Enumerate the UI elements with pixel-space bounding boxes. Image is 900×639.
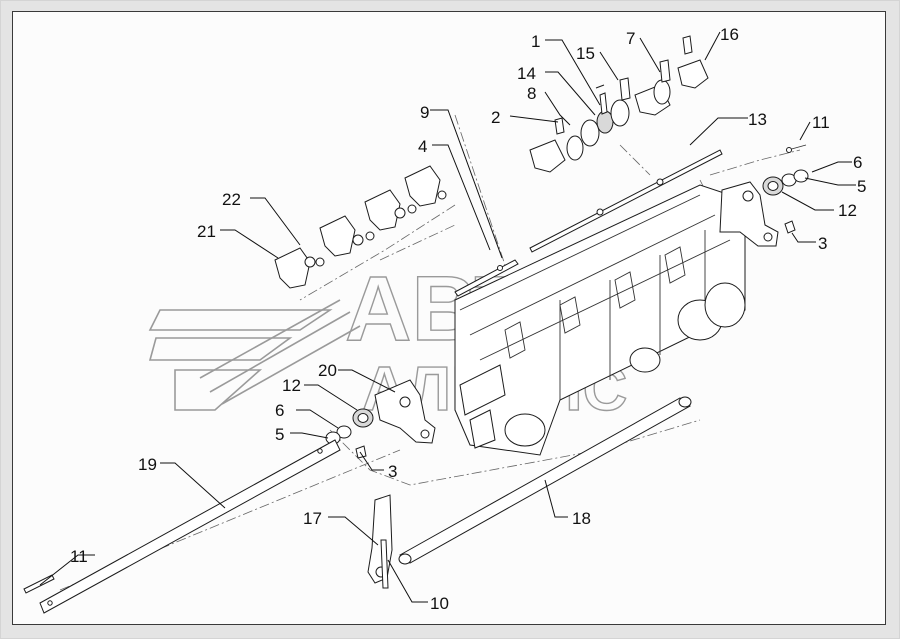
callout-14: 14 — [517, 64, 536, 83]
callout-12-right: 12 — [838, 201, 857, 220]
cam-row — [274, 165, 447, 289]
callout-6-left: 6 — [275, 401, 284, 420]
callout-11-bottom: 11 — [70, 547, 88, 566]
callout-22: 22 — [222, 190, 241, 209]
callout-labels: 1 15 7 16 14 8 2 9 13 11 4 6 5 12 3 22 2… — [70, 25, 866, 613]
callout-5-right: 5 — [857, 177, 866, 196]
callout-11-top: 11 — [812, 113, 830, 132]
callout-2: 2 — [491, 108, 500, 127]
callout-17: 17 — [303, 509, 322, 528]
callout-9: 9 — [420, 103, 429, 122]
callout-4: 4 — [418, 137, 427, 156]
callout-12-left: 12 — [282, 376, 301, 395]
lever-17 — [367, 494, 393, 589]
callout-10: 10 — [430, 594, 449, 613]
callout-6-right: 6 — [853, 153, 862, 172]
shaft-19 — [23, 439, 341, 614]
callout-20: 20 — [318, 361, 337, 380]
callout-8: 8 — [527, 84, 536, 103]
strip-bars — [454, 149, 723, 297]
star-wheel-assembly — [529, 35, 709, 173]
callout-16: 16 — [720, 25, 739, 44]
watermark-logo — [148, 299, 361, 411]
left-bracket-assembly — [325, 379, 436, 459]
callout-3-right: 3 — [818, 234, 827, 253]
callout-18: 18 — [572, 509, 591, 528]
right-bracket-assembly — [719, 144, 809, 247]
callout-13: 13 — [748, 110, 767, 129]
main-housing — [454, 184, 746, 456]
callout-21: 21 — [197, 222, 216, 241]
leader-lines — [39, 31, 856, 603]
callout-15: 15 — [576, 44, 595, 63]
callout-19: 19 — [138, 455, 157, 474]
callout-7: 7 — [626, 29, 635, 48]
callout-1: 1 — [531, 32, 540, 51]
callout-3-left: 3 — [388, 462, 397, 481]
callout-5-left: 5 — [275, 425, 284, 444]
